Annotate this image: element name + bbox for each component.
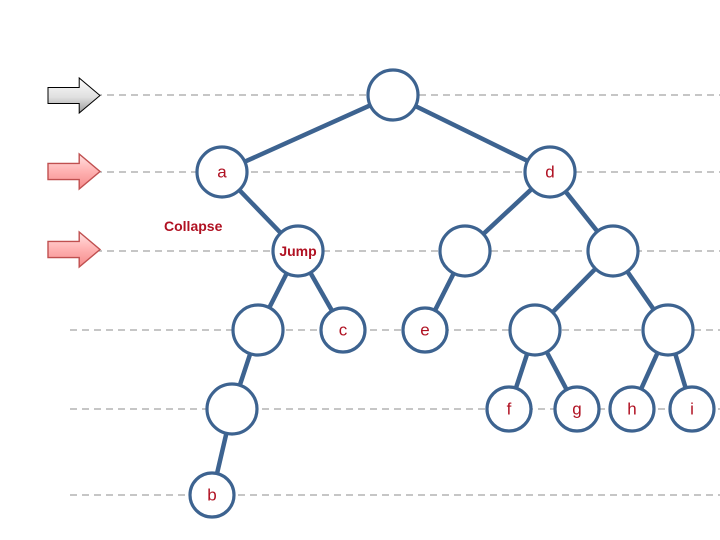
- tree-node-f[interactable]: f: [485, 385, 533, 433]
- collapse-label: Collapse: [164, 218, 223, 234]
- node-circle[interactable]: [438, 224, 492, 278]
- tree-edge: [214, 431, 229, 476]
- tree-edge: [563, 189, 600, 234]
- tree-node-e[interactable]: e: [401, 306, 449, 354]
- node-circle[interactable]: [366, 68, 420, 122]
- node-label: d: [545, 163, 554, 182]
- tree-edge: [544, 350, 570, 392]
- node-label: e: [420, 321, 429, 340]
- node-circle[interactable]: [608, 385, 656, 433]
- tree-node-n_dl[interactable]: [438, 224, 492, 278]
- tree-edge: [237, 352, 253, 387]
- tree-edge: [266, 271, 290, 310]
- node-circle[interactable]: [271, 224, 325, 278]
- arrow-pink-2-icon: [47, 230, 102, 269]
- node-label: Jump: [279, 243, 316, 259]
- node-circle[interactable]: [508, 303, 562, 357]
- node-circle[interactable]: [485, 385, 533, 433]
- node-label: i: [690, 400, 694, 419]
- node-label: g: [572, 400, 581, 419]
- tree-node-h[interactable]: h: [608, 385, 656, 433]
- node-label: b: [207, 486, 216, 505]
- node-circle[interactable]: [231, 303, 285, 357]
- tree-edge: [550, 266, 598, 315]
- tree-edge: [624, 269, 657, 312]
- tree-node-n_drr[interactable]: [641, 303, 695, 357]
- node-label: f: [507, 400, 512, 419]
- tree-edge: [413, 103, 530, 164]
- node-circle[interactable]: [668, 385, 716, 433]
- node-circle[interactable]: [586, 224, 640, 278]
- tree-edge: [513, 352, 530, 390]
- tree-edge: [236, 187, 284, 236]
- tree-edge: [638, 350, 661, 391]
- tree-edge: [242, 102, 373, 165]
- arrow-pink-1-icon: [47, 152, 102, 191]
- node-circle[interactable]: [401, 306, 449, 354]
- tree-node-d[interactable]: d: [523, 145, 577, 199]
- tree-edge-layer: [214, 102, 689, 476]
- node-circle[interactable]: [641, 303, 695, 357]
- tree-node-n_jl[interactable]: [231, 303, 285, 357]
- tree-node-a[interactable]: a: [195, 145, 249, 199]
- node-label: h: [627, 400, 636, 419]
- node-circle[interactable]: [195, 145, 249, 199]
- tree-edge: [481, 186, 534, 237]
- tree-node-n_dr[interactable]: [586, 224, 640, 278]
- tree-edge: [432, 271, 457, 313]
- tree-node-n_ch[interactable]: [205, 382, 259, 436]
- node-label: a: [217, 163, 227, 182]
- tree-node-i[interactable]: i: [668, 385, 716, 433]
- node-circle[interactable]: [205, 382, 259, 436]
- tree-node-n_dll[interactable]: [508, 303, 562, 357]
- node-circle[interactable]: [523, 145, 577, 199]
- node-circle[interactable]: [188, 471, 236, 519]
- tree-node-root[interactable]: [366, 68, 420, 122]
- tree-node-jump[interactable]: Jump: [271, 224, 325, 278]
- tree-node-b[interactable]: b: [188, 471, 236, 519]
- tree-node-c[interactable]: c: [319, 306, 367, 354]
- arrow-layer: [47, 76, 102, 269]
- node-circle[interactable]: [319, 306, 367, 354]
- node-circle[interactable]: [553, 385, 601, 433]
- tree-edge: [307, 270, 335, 313]
- tree-edge: [672, 352, 689, 390]
- tree-node-g[interactable]: g: [553, 385, 601, 433]
- node-label: c: [339, 321, 348, 340]
- arrow-gray-icon: [47, 76, 101, 115]
- free-label-layer: Collapse: [164, 218, 223, 234]
- guide-line-layer: [70, 94, 720, 496]
